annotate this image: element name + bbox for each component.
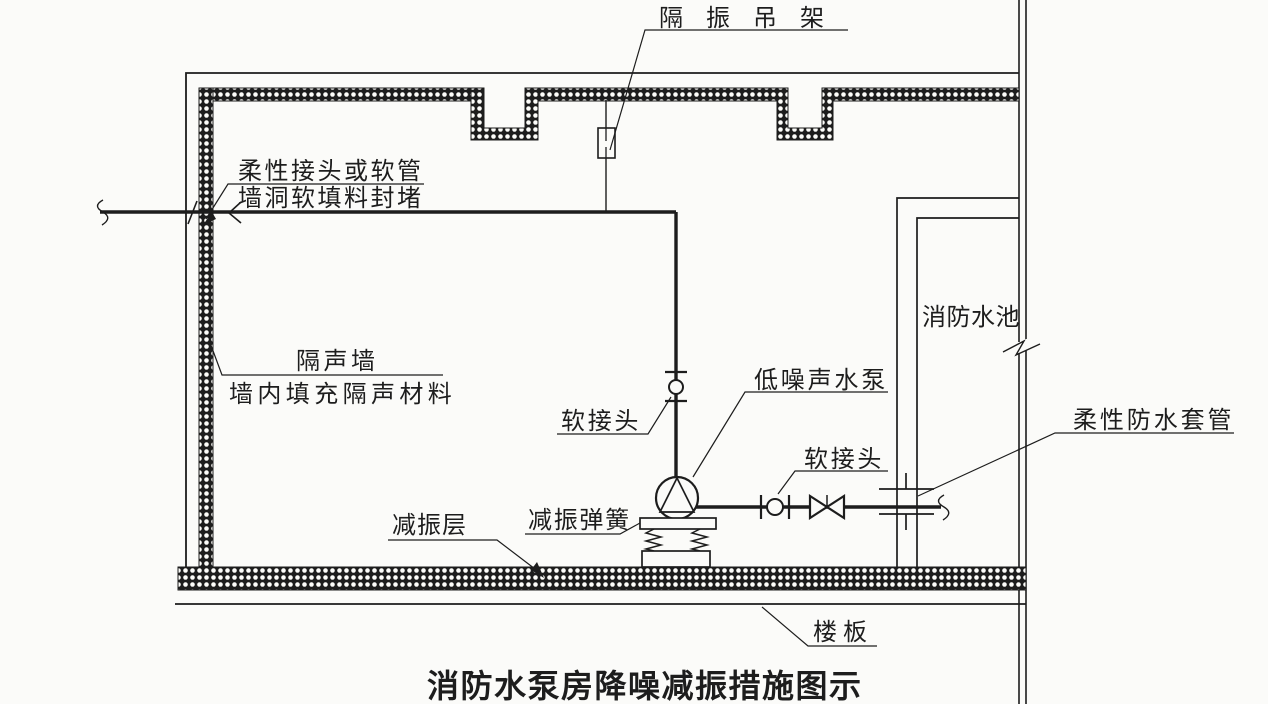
- label-fire-water-tank: 消防水池: [922, 304, 1020, 331]
- leader-floor-slab: [761, 606, 877, 647]
- spring-top-plate: [639, 517, 717, 530]
- annotations: 隔振吊架 柔性接头或软管 墙洞软填料封堵 隔声墙 墙内填充隔声材料 软接头 低噪…: [229, 5, 1234, 704]
- label-flexible-joint-or-hose: 柔性接头或软管: [238, 158, 424, 185]
- leader-sound-wall: [208, 339, 443, 376]
- leader-flex-joint: [205, 183, 424, 220]
- wall-penetration-arrow: [227, 201, 242, 224]
- pipe-break-right: [937, 494, 950, 521]
- beam-insulation-wrap-1: [470, 87, 539, 141]
- leader-damping-layer: [388, 539, 540, 573]
- label-flexible-waterproof-sleeve: 柔性防水套管: [1073, 407, 1234, 434]
- spring-base-block: [641, 550, 711, 568]
- piping: [96, 199, 950, 521]
- label-soft-joint-discharge: 软接头: [804, 446, 884, 473]
- leader-damping-spring: [525, 522, 641, 535]
- leader-flex-sleeve: [917, 432, 1234, 497]
- leader-flex-joint-arrowhead: [203, 212, 216, 225]
- leader-soft-joint-discharge: [777, 470, 888, 495]
- label-wall-opening-seal: 墙洞软填料封堵: [238, 185, 424, 212]
- figure-title: 消防水泵房降噪减振措施图示: [427, 668, 863, 704]
- valve-right-triangle: [824, 493, 846, 521]
- damping-spring-left: [643, 528, 664, 552]
- sound-wall-insulation-band: [198, 87, 214, 568]
- leader-hanger: [609, 29, 848, 151]
- pipe-break-left: [96, 199, 109, 226]
- wall-penetration-mark: [187, 200, 198, 225]
- valve-left-triangle: [808, 493, 830, 521]
- tank-wall-outer: [896, 197, 1019, 567]
- leader-lines: [203, 29, 1234, 647]
- ceiling-insulation-band-b: [537, 87, 778, 102]
- label-wall-filled-insulation: 墙内填充隔声材料: [229, 381, 456, 408]
- room-structure: [175, 0, 1041, 704]
- ceiling-insulation-band-c: [832, 87, 1020, 102]
- label-damping-spring: 减振弹簧: [528, 507, 631, 534]
- tank-wall-inner: [916, 217, 1019, 567]
- leader-soft-joint-suction: [557, 396, 672, 435]
- floor-damping-layer-band: [177, 566, 1027, 591]
- wall-break-mark: [1002, 339, 1041, 357]
- leader-damping-layer-arrowhead: [531, 562, 544, 578]
- label-soft-joint-suction: 软接头: [561, 408, 641, 435]
- fittings: [665, 370, 934, 530]
- pump-triangle: [658, 476, 696, 513]
- riser-soft-joint-symbol: [668, 379, 684, 395]
- insulation-hatch: [177, 87, 1027, 591]
- label-floor-slab: 楼板: [813, 619, 873, 646]
- ceiling-and-left-wall-line: [185, 72, 1019, 567]
- label-damping-layer: 减振层: [392, 512, 467, 539]
- vibration-hanger: [597, 100, 616, 211]
- pump-assembly: [639, 475, 717, 568]
- damping-spring-right: [689, 528, 710, 552]
- label-low-noise-pump: 低噪声水泵: [754, 367, 888, 394]
- label-sound-insulation-wall: 隔声墙: [296, 348, 379, 375]
- label-vibration-isolation-hanger: 隔振吊架: [659, 5, 847, 32]
- beam-insulation-wrap-2: [776, 87, 834, 141]
- discharge-soft-joint-symbol: [766, 498, 784, 516]
- leader-low-noise-pump: [692, 391, 888, 478]
- ceiling-insulation-band-a: [198, 87, 472, 102]
